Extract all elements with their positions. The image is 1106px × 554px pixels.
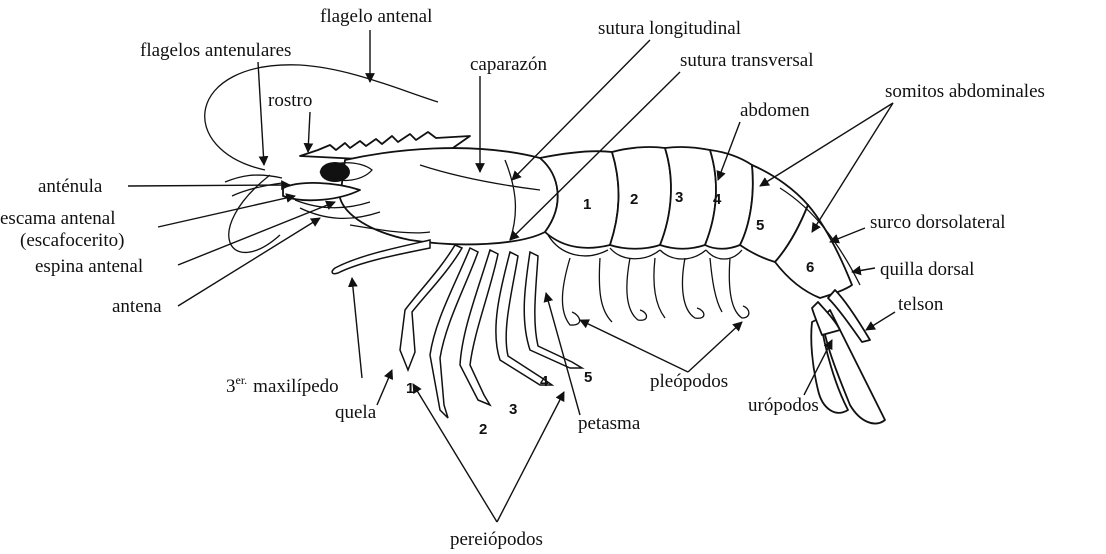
label-uropodos: urópodos <box>748 395 819 416</box>
label-antenula: anténula <box>38 176 103 197</box>
somite-number-2: 2 <box>630 191 638 208</box>
maxilipedo-superscript: er. <box>236 373 248 387</box>
somite-number-6: 6 <box>806 259 814 276</box>
somite-number-1: 1 <box>583 196 591 213</box>
label-escama-antenal: escama antenal <box>0 208 116 229</box>
label-third-maxilipedo: 3er. maxilípedo <box>226 373 339 397</box>
label-pleopodos: pleópodos <box>650 371 728 392</box>
label-flagelos-antenulares: flagelos antenulares <box>140 40 291 61</box>
label-rostro: rostro <box>268 90 312 111</box>
carapace <box>340 148 558 244</box>
label-telson: telson <box>898 294 944 315</box>
label-somitos-abdominales: somitos abdominales <box>885 81 1045 102</box>
maxilipedo-word: maxilípedo <box>253 376 338 397</box>
maxilipedo-prefix: 3 <box>226 376 236 397</box>
label-caparazon: caparazón <box>470 54 547 75</box>
pereiopod-number-4: 4 <box>540 373 549 390</box>
somite-number-3: 3 <box>675 189 683 206</box>
labels: flagelo antenal flagelos antenulares ros… <box>0 6 1045 550</box>
pereiopod-number-3: 3 <box>509 401 517 418</box>
antennular-flagella <box>225 175 282 182</box>
pereiopod-number-2: 2 <box>479 421 487 438</box>
third-maxilliped <box>332 240 430 274</box>
label-surco-dorsolateral: surco dorsolateral <box>870 212 1006 233</box>
label-flagelo-antenal: flagelo antenal <box>320 6 432 27</box>
pereiopod-number-1: 1 <box>406 380 414 397</box>
label-quilla-dorsal: quilla dorsal <box>880 259 974 280</box>
pereiopod-number-5: 5 <box>584 369 592 386</box>
label-escafocerito: (escafocerito) <box>20 230 124 251</box>
label-antena: antena <box>112 296 162 317</box>
abdomen-somite-2 <box>610 147 671 249</box>
label-petasma: petasma <box>578 413 641 434</box>
label-abdomen: abdomen <box>740 100 810 121</box>
somite-number-4: 4 <box>713 191 722 208</box>
pereiopods <box>400 245 582 418</box>
label-pereiopodos: pereiópodos <box>450 529 543 550</box>
label-sutura-longitudinal: sutura longitudinal <box>598 18 741 39</box>
label-sutura-transversal: sutura transversal <box>680 50 813 71</box>
label-quela: quela <box>335 402 377 423</box>
pleopods <box>562 258 748 325</box>
somite-number-5: 5 <box>756 217 764 234</box>
label-espina-antenal: espina antenal <box>35 256 143 277</box>
